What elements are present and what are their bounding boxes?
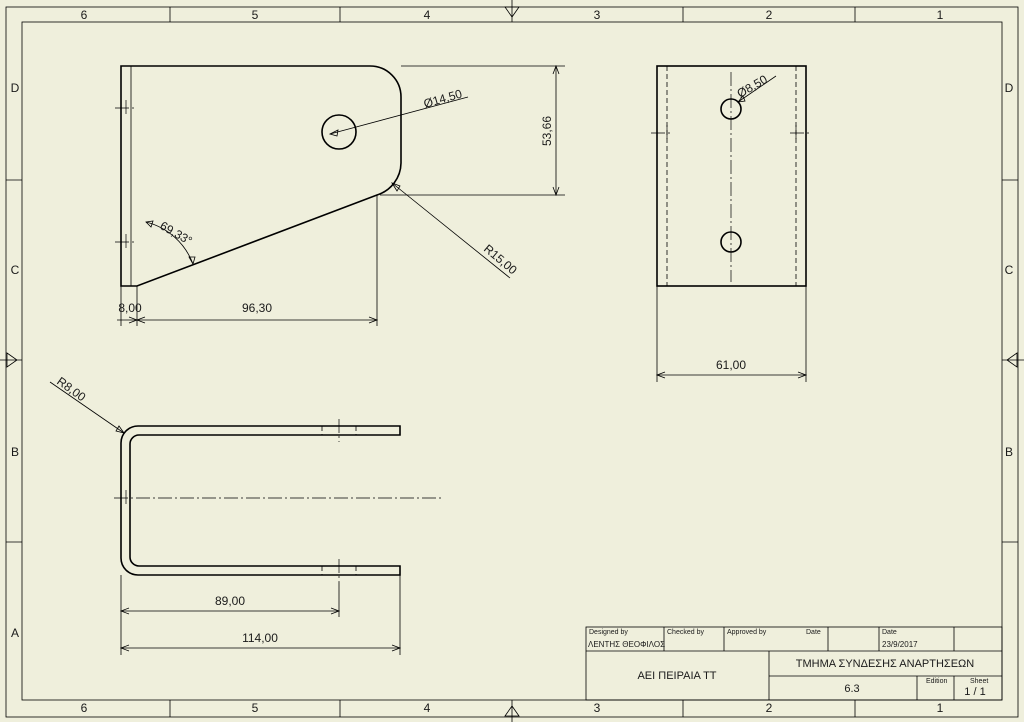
designed-by-label: Designed by	[589, 629, 628, 636]
side-view-outline	[656, 65, 807, 287]
zone-row-a-left: A	[11, 626, 19, 640]
zone-row-b-left: B	[11, 445, 19, 459]
organization-name: ΑΕΙ ΠΕΙΡΑΙΑ ΤΤ	[637, 670, 716, 682]
zone-row-d-right: D	[1005, 81, 1014, 95]
design-date: 23/9/2017	[882, 640, 918, 649]
zone-col-3-bottom: 3	[594, 701, 601, 715]
dim-height: 53,66	[540, 116, 554, 146]
drawing-title: ΤΜΗΜΑ ΣΥΝΔΕΣΗΣ ΑΝΑΡΤΗΣΕΩΝ	[796, 658, 975, 670]
dim-angle: 69,33°	[158, 218, 195, 248]
designer-name: ΛΕΝΤΗΣ ΘΕΟΦΙΛΟΣ	[588, 640, 665, 649]
zone-labels: 6 5 4 3 2 1 6 5 4 3 2 1 D C B A D C B	[11, 8, 1014, 715]
zone-row-c-right: C	[1005, 263, 1014, 277]
dim-bend-radius: R8,00	[54, 374, 88, 404]
date-label-approved: Date	[806, 629, 821, 636]
center-mark-right	[1002, 352, 1024, 368]
zone-col-6-top: 6	[81, 8, 88, 22]
date-label: Date	[882, 629, 897, 636]
dim-inner-length: 89,00	[215, 594, 245, 608]
approved-by-label: Approved by	[727, 629, 767, 636]
zone-col-1-bottom: 1	[937, 701, 944, 715]
zone-col-6-bottom: 6	[81, 701, 88, 715]
zone-col-5-top: 5	[252, 8, 259, 22]
front-view-outline	[120, 65, 402, 287]
part-number: 6.3	[844, 683, 859, 695]
title-block: Designed by Checked by Approved by Date …	[585, 626, 1003, 701]
dim-hole-large: Ø14,50	[422, 86, 464, 110]
dim-hole-small: Ø8,50	[735, 72, 771, 101]
hole-large	[321, 114, 357, 150]
zone-row-d-left: D	[11, 81, 20, 95]
zone-col-1-top: 1	[937, 8, 944, 22]
dim-width: 61,00	[716, 358, 746, 372]
hole-small-top	[720, 98, 742, 120]
top-view: R8,00 89,00 114,00	[49, 374, 443, 655]
dim-offset: 8,00	[118, 301, 142, 315]
edition-label: Edition	[926, 678, 948, 685]
zone-row-b-right: B	[1005, 445, 1013, 459]
sheet-label: Sheet	[970, 678, 988, 685]
zone-col-4-top: 4	[424, 8, 431, 22]
zone-row-c-left: C	[11, 263, 20, 277]
zone-col-3-top: 3	[594, 8, 601, 22]
dim-total-length: 114,00	[242, 631, 278, 645]
sheet-number: 1 / 1	[964, 686, 985, 698]
checked-by-label: Checked by	[667, 629, 704, 636]
zone-col-2-top: 2	[766, 8, 773, 22]
center-mark-left	[0, 352, 22, 368]
zone-col-2-bottom: 2	[766, 701, 773, 715]
zone-col-5-bottom: 5	[252, 701, 259, 715]
hole-small-bottom	[720, 231, 742, 253]
front-view: 53,66 Ø14,50 R15,00 69,33° 8,00 96,30	[115, 64, 565, 326]
side-view: Ø8,50 61,00	[651, 65, 812, 382]
center-mark-top	[504, 0, 520, 22]
dim-length: 96,30	[242, 301, 272, 315]
center-mark-bottom	[504, 700, 520, 722]
zone-col-4-bottom: 4	[424, 701, 431, 715]
top-view-outline	[120, 425, 401, 576]
